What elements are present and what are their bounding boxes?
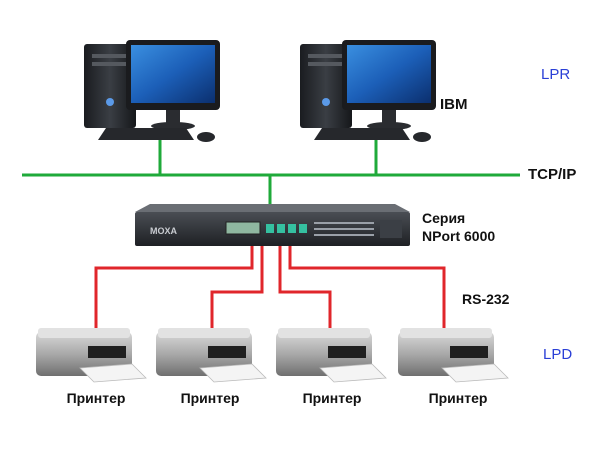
rs232-label: RS-232 xyxy=(462,291,510,307)
printer-3 xyxy=(276,328,387,383)
nport-device-button-4 xyxy=(299,224,307,233)
printer-3-paper xyxy=(319,363,387,383)
printer-4-body xyxy=(398,332,494,376)
printer-4 xyxy=(398,328,509,383)
printer-1-paper xyxy=(79,363,147,383)
computer-2 xyxy=(300,40,436,142)
printer-2 xyxy=(156,328,267,383)
printer-3-top xyxy=(278,328,370,338)
printer-2-output-slot xyxy=(208,346,246,358)
series-label: Серия xyxy=(422,210,466,226)
printer-4-label: Принтер xyxy=(428,390,488,406)
computer-2-monitor-screen xyxy=(347,45,431,103)
printer-1 xyxy=(36,328,147,383)
nport-device-button-1 xyxy=(266,224,274,233)
nport-device-button-3 xyxy=(288,224,296,233)
printer-3-label: Принтер xyxy=(302,390,362,406)
serial-line-printer-2 xyxy=(210,242,264,330)
printer-2-paper xyxy=(199,363,267,383)
printer-4-top xyxy=(400,328,492,338)
nport-device-lcd xyxy=(225,221,261,235)
serial-line-printer-4 xyxy=(288,242,446,330)
computer-2-mouse xyxy=(413,132,431,142)
computer-1-mouse xyxy=(197,132,215,142)
printer-3-body xyxy=(276,332,372,376)
computer-2-monitor-stand xyxy=(382,110,396,124)
printer-2-body xyxy=(156,332,252,376)
nport-device-brand: MOXA xyxy=(150,226,178,236)
computer-2-keyboard xyxy=(314,128,410,140)
printer-1-label: Принтер xyxy=(66,390,126,406)
computer-1-power-icon xyxy=(106,98,114,106)
printer-1-output-slot xyxy=(88,346,126,358)
computer-1-tower-bay-2 xyxy=(92,62,128,66)
serial-line-printer-3 xyxy=(278,242,332,330)
nport-device-button-2 xyxy=(277,224,285,233)
tcpip-label: TCP/IP xyxy=(528,166,577,183)
computer-1-monitor-stand xyxy=(166,110,180,124)
computer-1-keyboard xyxy=(98,128,194,140)
nport-device-side-panel xyxy=(380,220,402,238)
printer-2-top xyxy=(158,328,250,338)
nport-device-led-rows xyxy=(314,222,374,236)
computer-1-tower-bay xyxy=(92,54,128,58)
tcpip-network-lines xyxy=(22,140,520,207)
nport-6000-device: MOXA xyxy=(135,204,410,246)
lpd-label: LPD xyxy=(543,346,573,363)
computer-2-power-icon xyxy=(322,98,330,106)
printer-4-output-slot xyxy=(450,346,488,358)
computer-2-tower-bay xyxy=(308,54,344,58)
printer-1-top xyxy=(38,328,130,338)
nport-device-top xyxy=(135,204,410,212)
serial-line-printer-1 xyxy=(94,242,254,330)
computer-1 xyxy=(84,40,220,142)
printer-1-body xyxy=(36,332,132,376)
computer-1-monitor-screen xyxy=(131,45,215,103)
printer-2-label: Принтер xyxy=(180,390,240,406)
lpr-label: LPR xyxy=(541,66,571,83)
nport-model-label: NPort 6000 xyxy=(422,228,496,244)
rs232-serial-lines xyxy=(94,242,446,330)
printer-4-paper xyxy=(441,363,509,383)
printer-3-output-slot xyxy=(328,346,366,358)
ibm-label: IBM xyxy=(440,96,468,113)
computer-2-tower-bay-2 xyxy=(308,62,344,66)
